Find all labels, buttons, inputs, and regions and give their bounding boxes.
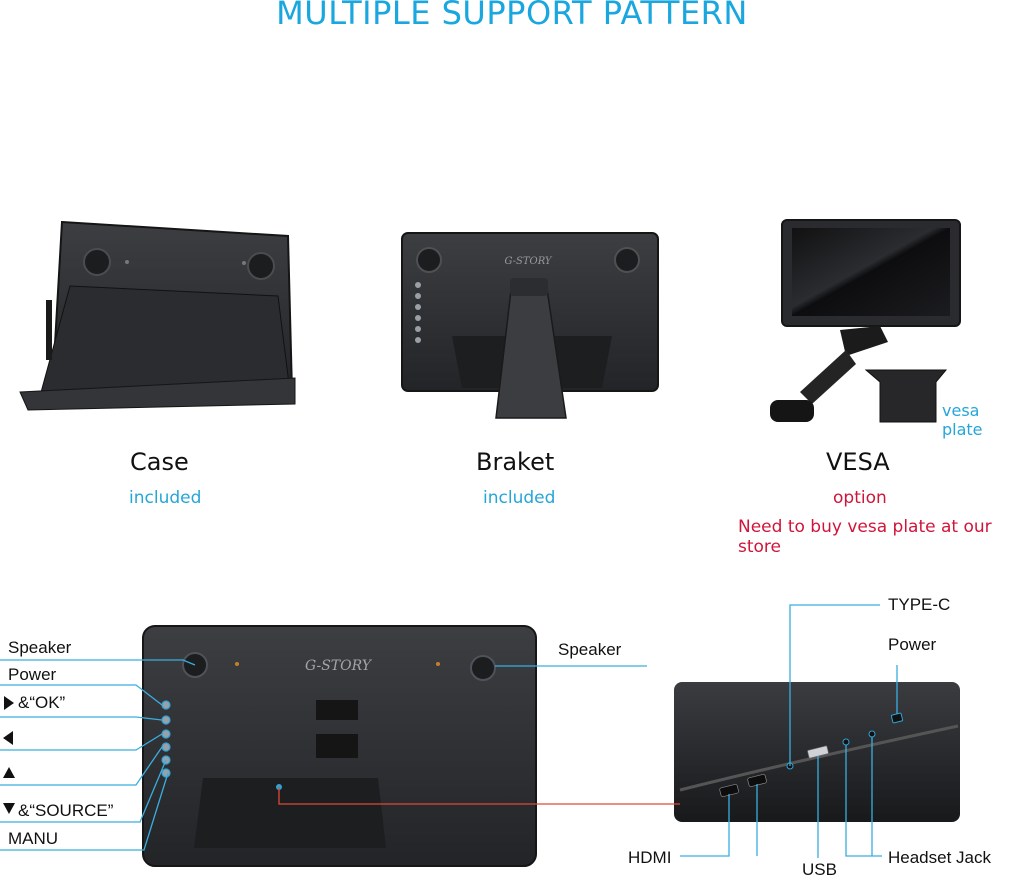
monitor-back-panel-image: G-STORY	[142, 625, 537, 867]
option-case-name: Case	[130, 448, 189, 476]
option-bracket-status: included	[483, 488, 556, 508]
label-source: &“SOURCE”	[18, 801, 114, 820]
right-callout-lines	[680, 604, 898, 858]
bracket-device-image: G-STORY	[401, 232, 659, 419]
arrow-right-icon	[4, 696, 14, 710]
label-speaker-left: Speaker	[8, 638, 72, 657]
label-speaker-right: Speaker	[558, 640, 622, 659]
page-title: MULTIPLE SUPPORT PATTERN	[276, 0, 748, 32]
connector-line	[278, 787, 680, 805]
label-hdmi: HDMI	[628, 848, 672, 867]
case-device-image	[19, 220, 296, 411]
label-menu: MANU	[8, 829, 59, 848]
brand-logo-back: G-STORY	[305, 658, 373, 674]
left-callout-lines	[0, 659, 647, 851]
label-ok: &“OK”	[18, 693, 66, 712]
vesa-plate-note: Need to buy vesa plate at our store	[738, 517, 992, 557]
arrow-left-icon	[3, 731, 13, 745]
label-usb: USB	[802, 860, 837, 879]
label-type-c: TYPE-C	[888, 595, 951, 614]
option-case-status: included	[129, 488, 202, 508]
brand-logo-bracket: G-STORY	[504, 256, 552, 267]
ports-closeup-image	[674, 682, 960, 822]
arrow-down-icon	[3, 803, 15, 814]
label-power: Power	[8, 665, 57, 684]
vesa-plate-label: vesa plate	[942, 401, 983, 439]
label-port-power: Power	[888, 635, 937, 654]
button-arrow-icons	[3, 696, 15, 814]
option-vesa-name: VESA	[826, 448, 890, 476]
label-headset: Headset Jack	[888, 848, 991, 867]
option-vesa-status: option	[833, 488, 887, 508]
arrow-up-icon	[3, 767, 15, 778]
vesa-device-image	[770, 219, 961, 423]
option-bracket-name: Braket	[476, 448, 555, 476]
